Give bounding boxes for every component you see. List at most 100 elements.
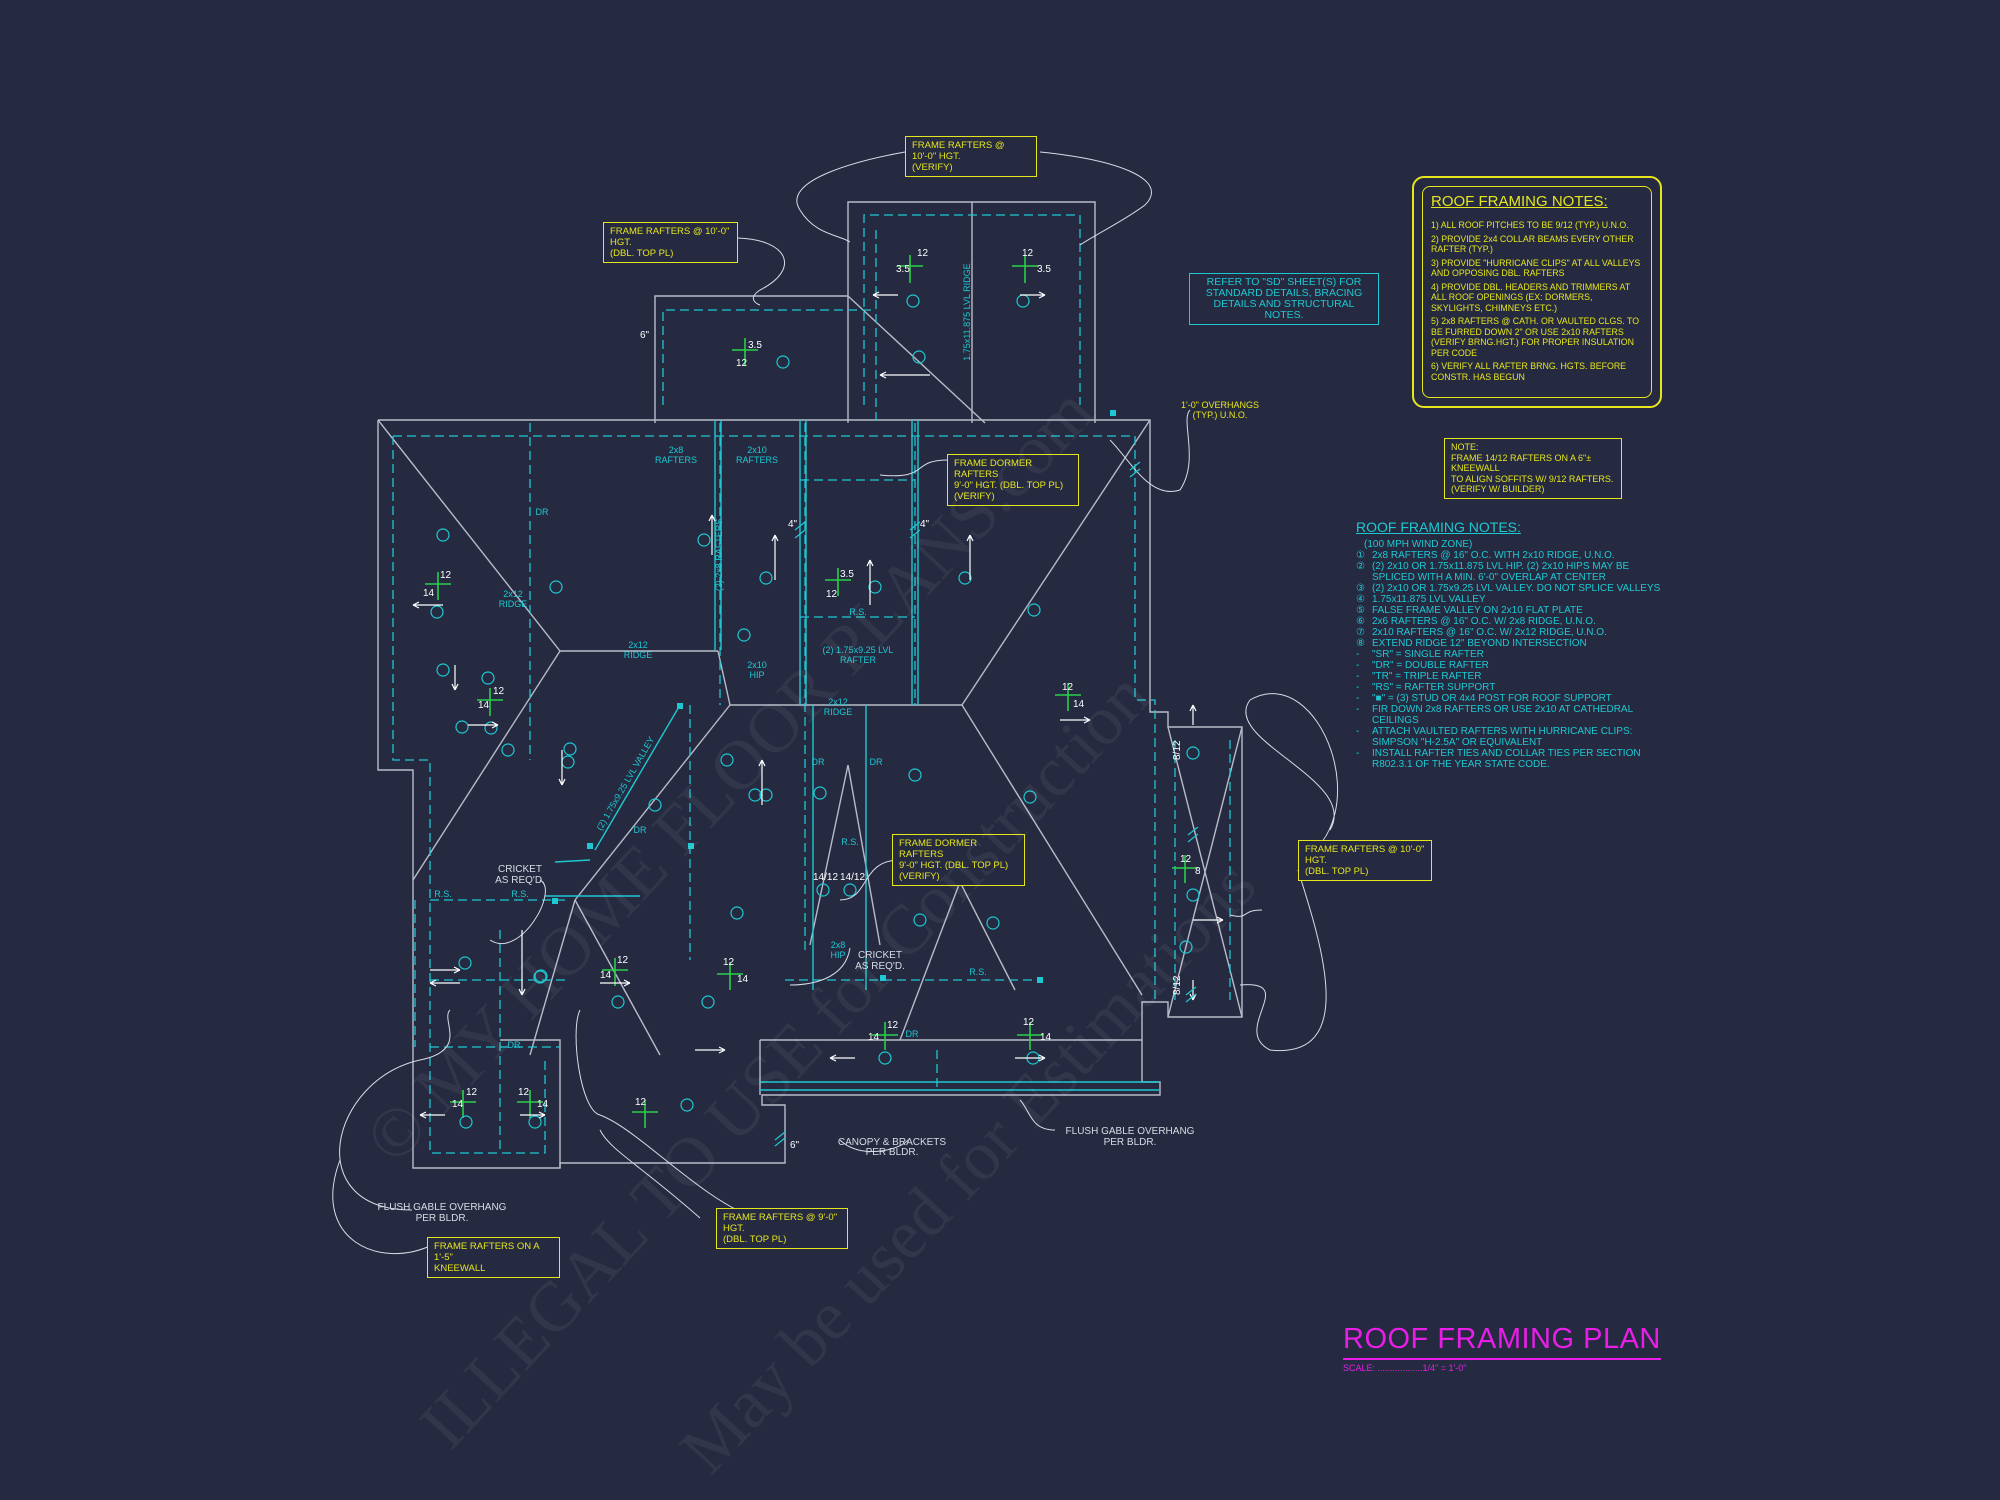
legend-row: -FIR DOWN 2x8 RAFTERS OR USE 2x10 AT CAT… (1356, 704, 1666, 726)
note-line: FRAME 14/12 RAFTERS ON A 6"± KNEEWALL (1451, 452, 1592, 474)
refer-line: REFER TO "SD" SHEET(S) FOR (1206, 276, 1362, 288)
dr-label: DR (536, 507, 549, 517)
lvl-rafter-line1: (2) 1.75x9.25 LVL (823, 645, 894, 655)
lvl-ridge-vertical: 1.75x11.875 LVL RIDGE (962, 263, 972, 360)
legend-text: "SR" = SINGLE RAFTER (1372, 649, 1484, 660)
rs-label: R.S. (434, 889, 452, 899)
pitch-text: 12 (826, 589, 838, 600)
dr-label: DR (634, 825, 647, 835)
callout-circles (430, 294, 1200, 1129)
legend-text: 1.75x11.875 LVL VALLEY (1372, 594, 1486, 605)
pitch-text: 12 (1023, 1017, 1035, 1028)
overhangs-line: (TYP.) U.N.O. (1192, 410, 1248, 420)
pitch-text: 12 (493, 686, 505, 697)
legend-number: ① (1356, 550, 1365, 561)
legend-text: (2) 2x10 OR 1.75x11.875 LVL HIP. (2) 2x1… (1372, 561, 1630, 583)
rs-label: R.S. (511, 889, 529, 899)
hip-2x10-line1: 2x10 (747, 660, 767, 670)
pitch-text: 12 (635, 1097, 647, 1108)
label-line: 9'-0" HGT. (DBL. TOP PL) (899, 860, 1009, 871)
note-item: 2) PROVIDE 2x4 COLLAR BEAMS EVERY OTHER … (1431, 233, 1634, 255)
notes-inner: ROOF FRAMING NOTES: 1) ALL ROOF PITCHES … (1422, 186, 1652, 398)
pitch-text: 3.5 (840, 569, 854, 580)
label-refer-sd: REFER TO "SD" SHEET(S) FOR STANDARD DETA… (1189, 273, 1379, 325)
pitch-text: 3.5 (1037, 264, 1051, 275)
legend-text: 2x6 RAFTERS @ 16" O.C. W/ 2x8 RIDGE, U.N… (1372, 616, 1596, 627)
cricket-center-line2: AS REQ'D. (855, 961, 905, 972)
label-line: (VERIFY) (899, 871, 940, 882)
ridge-2x12-b-line2: RIDGE (824, 707, 853, 717)
legend-text: 2x8 RAFTERS @ 16" O.C. WITH 2x10 RIDGE, … (1372, 550, 1615, 561)
rafters-2x8-line1: 2x8 (669, 445, 684, 455)
pitch-text: 12 (440, 570, 452, 581)
legend-text: (2) 2x10 OR 1.75x9.25 LVL VALLEY. DO NOT… (1372, 583, 1661, 594)
legend-number: - (1356, 704, 1360, 715)
legend-row: -INSTALL RAFTER TIES AND COLLAR TIES PER… (1356, 748, 1666, 770)
label-line: 9'-0" HGT. (DBL. TOP PL) (954, 480, 1064, 491)
pitch-text: 8/12 (1172, 740, 1183, 760)
canopy-line1: CANOPY & BRACKETS (838, 1137, 947, 1148)
refer-line: DETAILS AND STRUCTURAL NOTES. (1213, 298, 1355, 321)
label-line: (VERIFY) (912, 162, 953, 173)
legend-row: ③(2) 2x10 OR 1.75x9.25 LVL VALLEY. DO NO… (1356, 583, 1666, 594)
legend-row: -"■" = (3) STUD OR 4x4 POST FOR ROOF SUP… (1356, 693, 1666, 704)
label-rafters-10-dbl-top-right: FRAME RAFTERS @ 10'-0" HGT. (DBL. TOP PL… (1298, 840, 1432, 881)
post-markers (552, 410, 1116, 983)
legend-text: INSTALL RAFTER TIES AND COLLAR TIES PER … (1372, 748, 1641, 770)
pitch-text: 6" (790, 1140, 800, 1151)
pitch-text: 8/12 (1172, 975, 1183, 995)
legend-text: FALSE FRAME VALLEY ON 2x10 FLAT PLATE (1372, 605, 1583, 616)
legend-number: ⑦ (1356, 627, 1365, 638)
legend-number: - (1356, 649, 1360, 660)
pitch-text: 14 (1073, 699, 1085, 710)
slope-arrows (412, 291, 1224, 1119)
flush-gable-right-line1: FLUSH GABLE OVERHANG (1066, 1126, 1195, 1137)
label-line: KNEEWALL (434, 1263, 486, 1274)
pitch-text: 14/12 (813, 872, 838, 883)
hip-2x8-line2: HIP (830, 950, 845, 960)
legend-row: -"DR" = DOUBLE RAFTER (1356, 660, 1666, 671)
pitch-text: 14 (537, 1099, 549, 1110)
wind-zone: (100 MPH WIND ZONE) (1364, 539, 1473, 550)
label-rafters-10-verify: FRAME RAFTERS @ 10'-0" HGT. (VERIFY) (905, 136, 1037, 177)
drawing-scale: SCALE: ..................1/4" = 1'-0" (1343, 1363, 1467, 1373)
hip-2x8-line1: 2x8 (831, 940, 846, 950)
note-line: (VERIFY W/ BUILDER) (1451, 484, 1545, 494)
legend-number: ⑤ (1356, 605, 1365, 616)
note-line: NOTE: (1451, 442, 1479, 452)
legend-text: ATTACH VAULTED RAFTERS WITH HURRICANE CL… (1372, 726, 1633, 748)
legend-title: ROOF FRAMING NOTES: (1356, 519, 1521, 535)
structural-members (545, 420, 1160, 1091)
hip-2x10-line2: HIP (749, 670, 764, 680)
cricket-left-line1: CRICKET (498, 864, 542, 875)
label-dormer-lower: FRAME DORMER RAFTERS 9'-0" HGT. (DBL. TO… (892, 834, 1025, 886)
legend-number: ⑧ (1356, 638, 1365, 649)
legend-text: EXTEND RIDGE 12" BEYOND INTERSECTION (1372, 638, 1587, 649)
pitch-text: 14 (1040, 1032, 1052, 1043)
legend-number: - (1356, 660, 1360, 671)
pitch-text: 4" (788, 519, 798, 530)
pitch-text: 14 (452, 1099, 464, 1110)
label-rafters-10-dbl-top-left: FRAME RAFTERS @ 10'-0" HGT. (DBL. TOP PL… (603, 222, 738, 263)
label-line: FRAME RAFTERS @ 10'-0" HGT. (912, 140, 1005, 162)
legend-number: - (1356, 671, 1360, 682)
label-line: FRAME RAFTERS @ 10'-0" HGT. (610, 226, 730, 248)
pitch-text: 12 (736, 358, 748, 369)
legend-text: "TR" = TRIPLE RAFTER (1372, 671, 1482, 682)
legend-row: - "TR" = TRIPLE RAFTER (1356, 671, 1666, 682)
label-line: FRAME DORMER RAFTERS (954, 458, 1033, 480)
leader-lines (332, 151, 1338, 1254)
pitch-text: 14 (478, 700, 490, 711)
note-line: TO ALIGN SOFFITS W/ 9/12 RAFTERS. (1451, 473, 1614, 484)
pitch-text: 12 (466, 1087, 478, 1098)
legend-row: ②(2) 2x10 OR 1.75x11.875 LVL HIP. (2) 2x… (1356, 561, 1666, 583)
legend-row: -"RS" = RAFTER SUPPORT (1356, 682, 1666, 693)
pitch-text: 14 (423, 588, 435, 599)
ridge-2x12-b-line1: 2x12 (828, 697, 848, 707)
dr-label: DR (870, 757, 883, 767)
label-line: FRAME RAFTERS ON A 1'-5" (434, 1241, 540, 1263)
rs-label: R.S. (849, 607, 867, 617)
pitch-text: 12 (518, 1087, 530, 1098)
pitch-text: 14 (737, 974, 749, 985)
